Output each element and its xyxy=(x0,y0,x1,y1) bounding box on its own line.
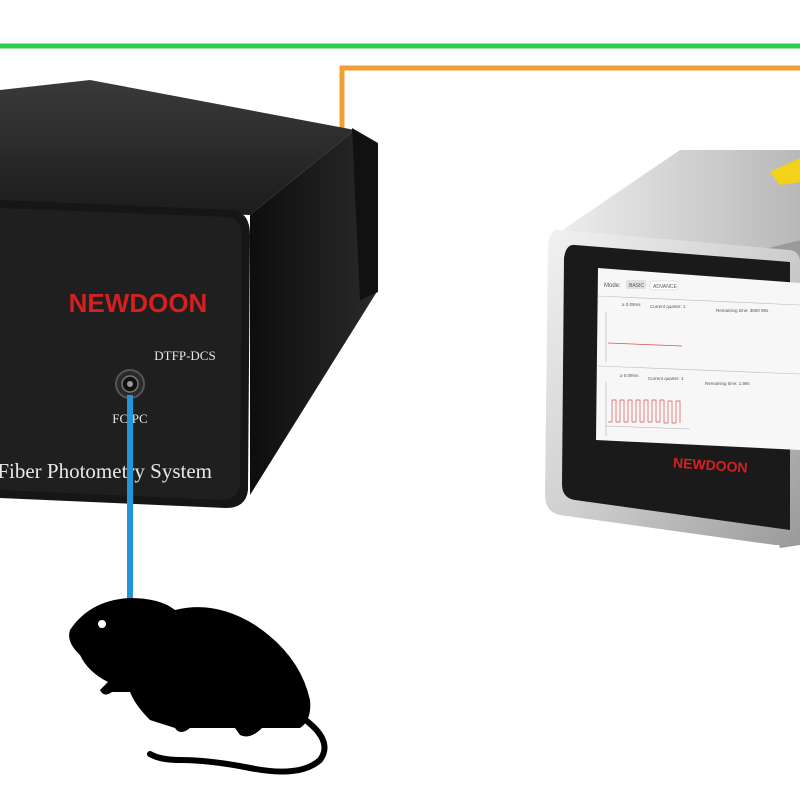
panel1-remaining: Remaining time: 3600 98s xyxy=(716,308,769,313)
panel2-current: Current quarter: 1 xyxy=(648,376,684,381)
mouse-icon xyxy=(69,598,328,775)
mode-advance-button[interactable] xyxy=(649,280,679,291)
right-brand-label: NEWDOON xyxy=(673,454,749,475)
panel2-param: ≥ 0.09ms xyxy=(620,373,639,378)
screen-mode-label: Mode: xyxy=(604,283,621,289)
left-brand-label: NEWDOON xyxy=(69,288,208,318)
panel1-param: ≥ 0.09ms xyxy=(622,302,641,307)
left-model-label: DTFP-DCS xyxy=(154,348,215,363)
mode-basic-button[interactable] xyxy=(626,280,646,289)
orange-cable xyxy=(339,65,800,140)
panel2-remaining: Remaining time: 1.98s xyxy=(705,381,751,386)
fc-pc-connector-icon xyxy=(115,369,145,399)
right-device: Mode: BASIC ADVANCE ≥ 0.09ms Current qua… xyxy=(545,150,800,548)
device-screen: Mode: BASIC ADVANCE ≥ 0.09ms Current qua… xyxy=(596,268,800,450)
left-device: NEWDOON DTFP-DCS FC/PC Fiber Photometry … xyxy=(0,80,378,508)
left-device-side xyxy=(250,130,378,495)
left-device-top xyxy=(0,80,355,215)
panel1-current: Current quarter: 1 xyxy=(650,304,686,309)
system-label: Fiber Photometry System xyxy=(0,459,212,483)
mode-basic-label: BASIC xyxy=(629,283,644,289)
mode-advance-label: ADVANCE xyxy=(653,284,677,290)
